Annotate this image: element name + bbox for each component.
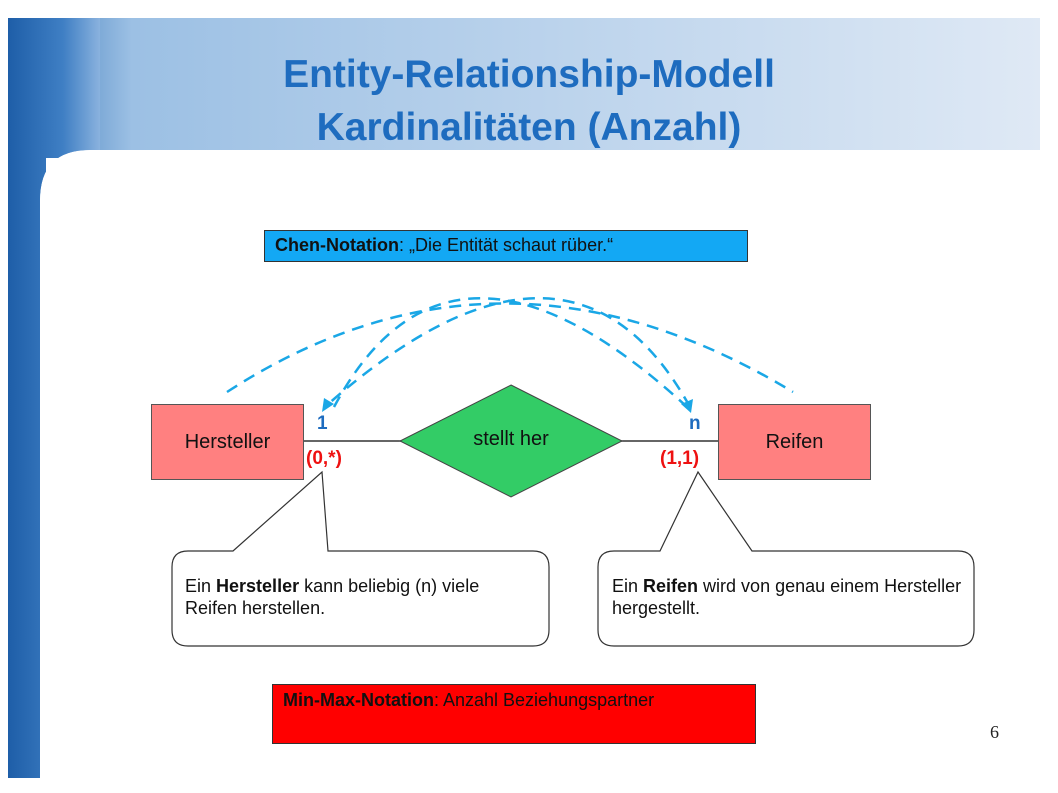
- callout-right-text: Ein Reifen wird von genau einem Herstell…: [612, 575, 962, 619]
- frame-left-band: [8, 18, 100, 778]
- chen-notation-box: Chen-Notation: „Die Entität schaut rüber…: [264, 230, 748, 262]
- callout-left-text: Ein Hersteller kann beliebig (n) viele R…: [185, 575, 535, 619]
- arrowhead-left: [322, 398, 334, 412]
- entity-hersteller: Hersteller: [151, 404, 304, 480]
- callout-left-bubble: [171, 470, 550, 647]
- cardinality-left: 1: [317, 413, 328, 434]
- dashed-arc-left-outer: [226, 302, 794, 394]
- minmax-notation-text: : Anzahl Beziehungspartner: [433, 690, 655, 710]
- callout-right-rest: wird von genau einem Hersteller hergeste…: [612, 576, 962, 618]
- chen-notation-text: : „Die Entität schaut rüber.“: [398, 235, 614, 255]
- minmax-notation-box: Min-Max-Notation: Anzahl Beziehungspartn…: [272, 684, 756, 744]
- minmax-left: (0,*): [306, 448, 342, 469]
- page-number: 6: [990, 722, 999, 742]
- dashed-arc-to-left: [325, 297, 692, 408]
- slide-title-line2: Kardinalitäten (Anzahl): [316, 106, 742, 149]
- callout-left-pre: Ein: [185, 576, 217, 596]
- dashed-arc-to-right: [332, 297, 687, 408]
- relationship-label: stellt her: [473, 428, 549, 450]
- callout-right-bold: Reifen: [643, 576, 699, 596]
- slide-title-line1: Entity-Relationship-Modell: [283, 53, 775, 96]
- cardinality-right: n: [689, 413, 701, 434]
- frame-top-band: [8, 18, 1040, 778]
- entity-hersteller-label: Hersteller: [184, 430, 271, 453]
- callout-left-rest: kann beliebig (n) viele Reifen herstelle…: [185, 576, 480, 618]
- minmax-right: (1,1): [660, 448, 700, 469]
- chen-dashed-arrows: [226, 297, 794, 408]
- chen-notation-label: Chen-Notation: [275, 235, 399, 255]
- callout-left-bold: Hersteller: [216, 576, 300, 596]
- arrowhead-right: [681, 399, 693, 413]
- entity-reifen-label: Reifen: [765, 430, 824, 453]
- callout-right-bubble: [597, 470, 975, 647]
- callout-right-pre: Ein: [612, 576, 644, 596]
- entity-reifen: Reifen: [718, 404, 871, 480]
- relationship-diamond: [398, 384, 624, 498]
- minmax-notation-label: Min-Max-Notation: [283, 690, 434, 710]
